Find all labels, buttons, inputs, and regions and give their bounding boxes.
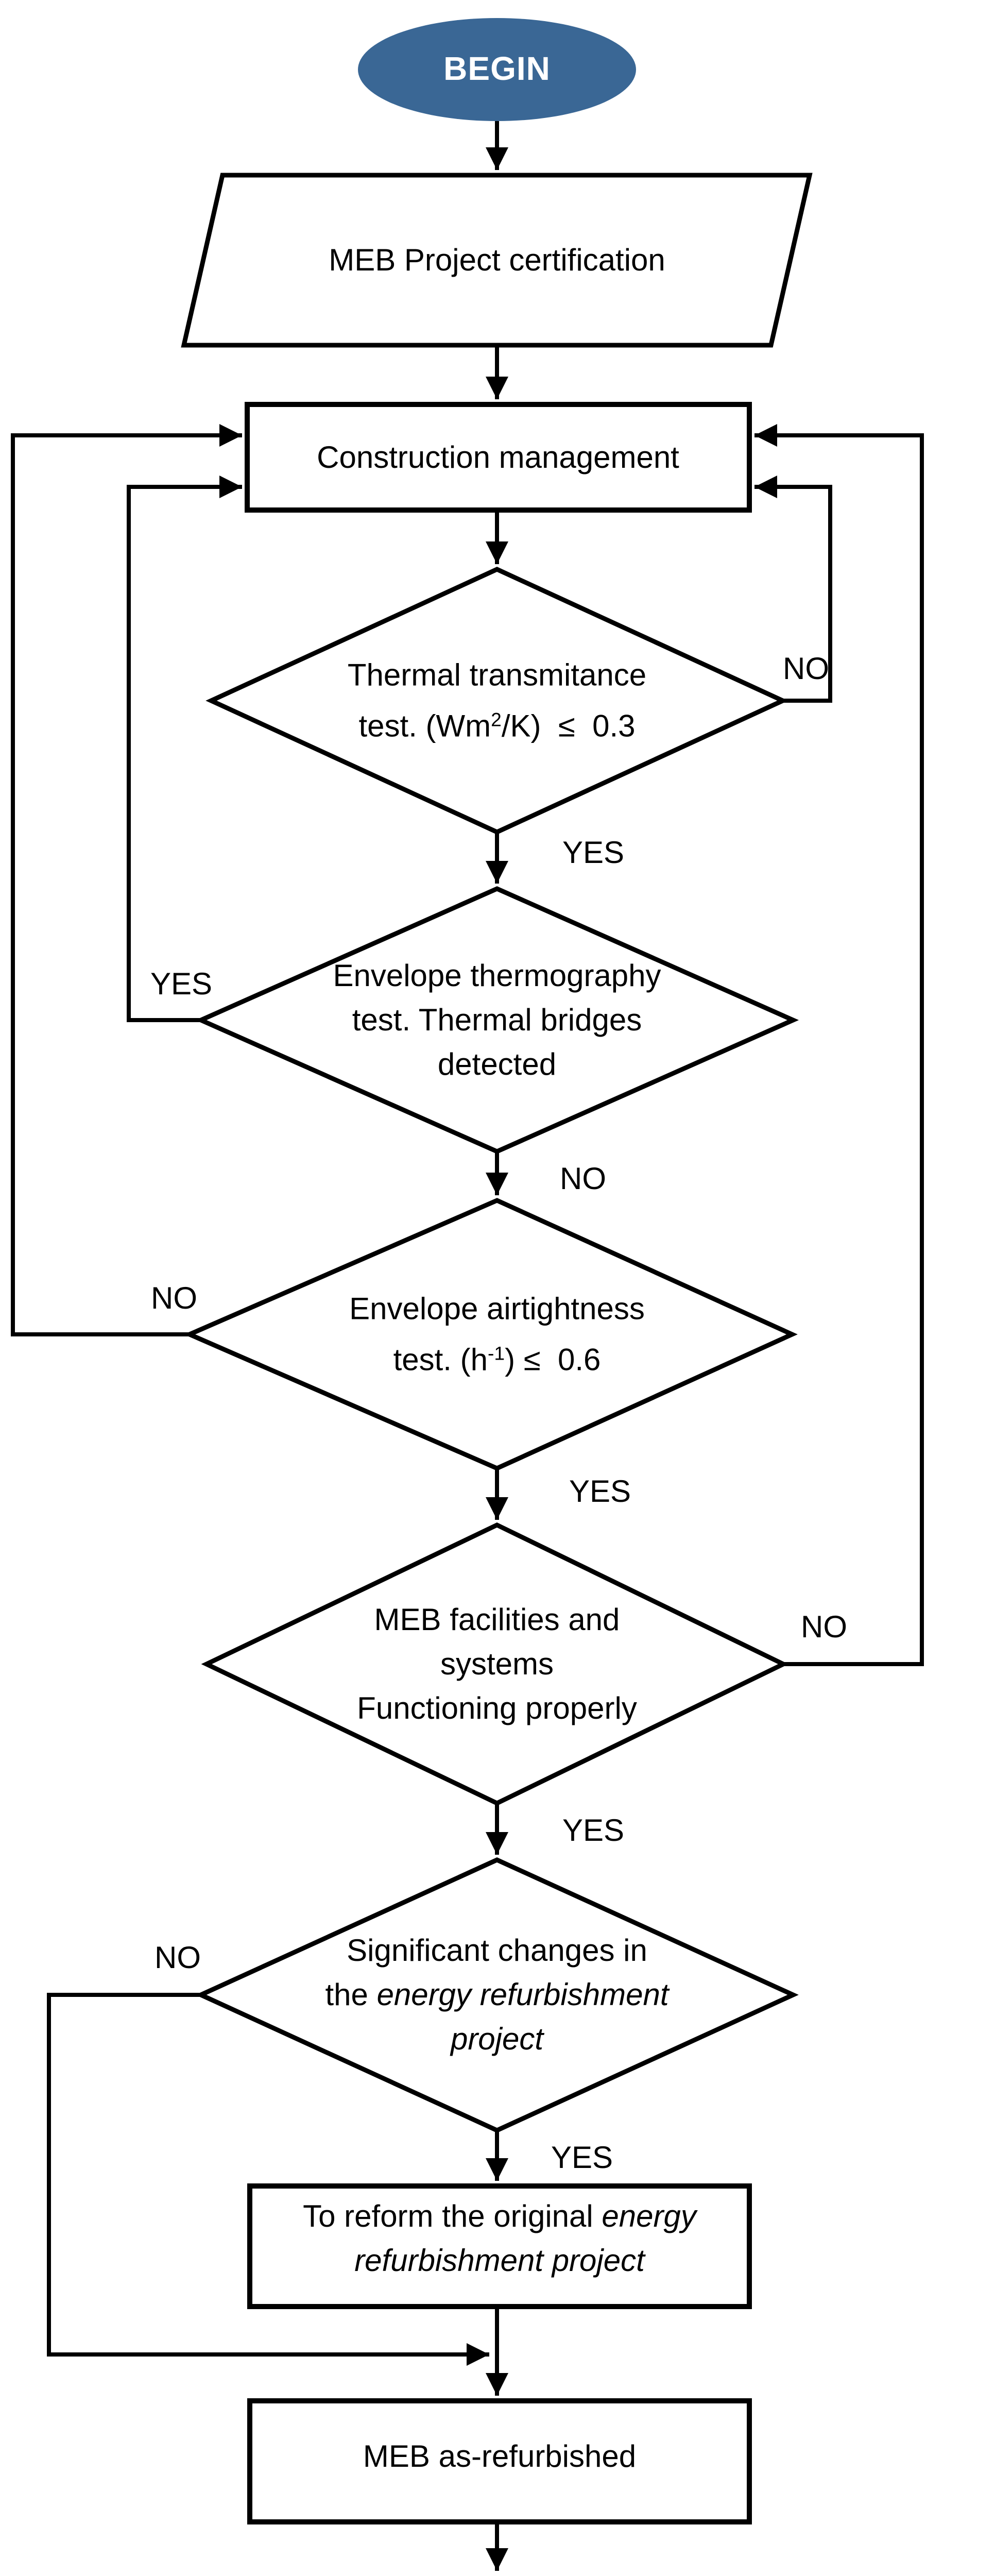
decision-thermal-transmittance	[205, 567, 788, 835]
construction-management-label: Construction management	[317, 440, 679, 474]
significant-no-bypass-line	[47, 1993, 489, 2366]
thermal-transmittance-line1: Thermal transmitance	[347, 657, 647, 692]
edge-label-airtightness-no: NO	[151, 1281, 197, 1315]
certification-label: MEB Project certification	[329, 243, 665, 277]
envelope-thermography-label: Envelope thermography test. Thermal brid…	[333, 954, 661, 1087]
envelope-thermography-line1: Envelope thermography	[333, 958, 661, 993]
thermal-transmittance-label: Thermal transmitance test. (Wm2/K) ≤ 0.3	[348, 653, 646, 748]
decision-envelope-airtightness	[183, 1198, 798, 1471]
meb-facilities-line3: Functioning properly	[357, 1691, 637, 1725]
envelope-airtightness-line2: test. (h-1) ≤ 0.6	[393, 1342, 601, 1377]
reform-project-box	[247, 2183, 752, 2309]
edge-label-transmittance-yes: YES	[562, 835, 625, 870]
reform-project-line2: refurbishment project	[354, 2243, 645, 2278]
envelope-thermography-line3: detected	[437, 1047, 557, 1081]
reform-project-line1: To reform the original energy	[303, 2199, 696, 2233]
edge-label-transmittance-no: NO	[783, 651, 829, 686]
decision-envelope-thermography	[195, 886, 799, 1154]
feedback-thermography-yes-line	[127, 476, 242, 1022]
significant-changes-line3: project	[450, 2022, 544, 2056]
meb-facilities-label: MEB facilities and systems Functioning p…	[357, 1598, 637, 1731]
reform-project-label: To reform the original energy refurbishm…	[303, 2194, 696, 2283]
feedback-airtightness-no-line	[11, 424, 242, 1336]
edge-label-thermography-yes: YES	[150, 967, 213, 1001]
significant-changes-line1: Significant changes in	[347, 1933, 647, 1968]
edge-label-significant-no: NO	[155, 1940, 201, 1975]
meb-as-refurbished-label: MEB as-refurbished	[363, 2439, 637, 2473]
meb-facilities-line2: systems	[440, 1647, 554, 1681]
decision-significant-changes	[195, 1857, 799, 2133]
edge-label-significant-yes: YES	[551, 2140, 613, 2175]
decision-meb-facilities	[201, 1522, 789, 1806]
feedback-facilities-no-line	[754, 424, 924, 1666]
envelope-airtightness-label: Envelope airtightness test. (h-1) ≤ 0.6	[349, 1286, 645, 1382]
feedback-transmittance-no-line	[754, 476, 832, 703]
construction-management-box	[245, 402, 752, 513]
edge-label-airtightness-yes: YES	[569, 1474, 631, 1509]
edge-label-facilities-no: NO	[801, 1609, 847, 1644]
thermal-transmittance-line2: test. (Wm2/K) ≤ 0.3	[358, 708, 636, 743]
certification-parallelogram	[181, 173, 813, 348]
envelope-thermography-line2: test. Thermal bridges	[352, 1003, 642, 1037]
significant-changes-label: Significant changes in the energy refurb…	[325, 1928, 668, 2061]
begin-terminal-shape	[358, 18, 636, 121]
edge-label-facilities-yes: YES	[562, 1813, 625, 1848]
begin-terminal-label: BEGIN	[443, 50, 551, 87]
significant-changes-line2: the energy refurbishment	[325, 1977, 669, 2012]
meb-facilities-line1: MEB facilities and	[374, 1602, 620, 1637]
envelope-airtightness-line1: Envelope airtightness	[349, 1291, 645, 1326]
edge-label-thermography-no: NO	[560, 1161, 606, 1196]
meb-as-refurbished-box	[247, 2398, 752, 2524]
